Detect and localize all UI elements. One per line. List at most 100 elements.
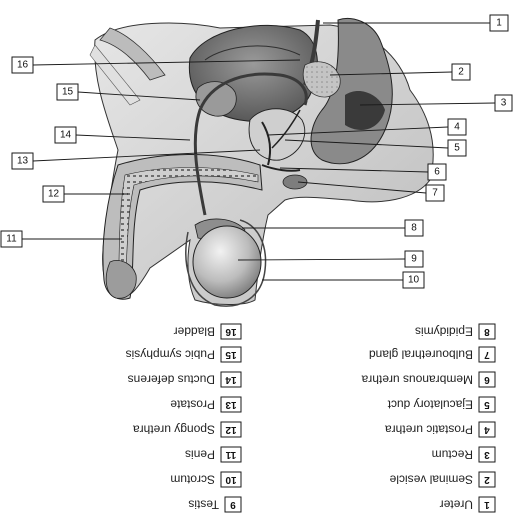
- legend-text-2: Seminal vesicle: [389, 473, 473, 487]
- leader-7: [297, 181, 427, 194]
- legend-num-13: 13: [225, 399, 237, 410]
- callout-5-num: 5: [454, 143, 460, 154]
- legend-item-8: 8 Epididymis: [415, 323, 496, 340]
- legend-text-8: Epididymis: [415, 325, 473, 339]
- leader-4: [267, 126, 449, 136]
- legend-item-1: 1 Ureter: [440, 496, 496, 513]
- abdominal-wall: [99, 27, 166, 81]
- callout-13-num: 13: [17, 156, 29, 167]
- callouts: 1 2 3 4 5 6 7 8: [0, 14, 513, 289]
- callout-15: 15: [56, 83, 79, 101]
- legend-text-4: Prostatic urethra: [385, 423, 473, 437]
- pubic-symphysis-shape: [195, 81, 237, 117]
- legend-num-12: 12: [225, 424, 237, 435]
- legend-text-3: Rectum: [432, 448, 473, 462]
- legend-num-14: 14: [225, 374, 237, 385]
- leader-3: [359, 102, 496, 106]
- callout-3: 3: [494, 94, 513, 112]
- legend-text-10: Scrotum: [170, 473, 215, 487]
- callout-16-num: 16: [17, 60, 29, 71]
- legend-text-7: Bulbourethral gland: [369, 348, 473, 362]
- callout-6-num: 6: [434, 167, 440, 178]
- legend-num-2: 2: [484, 474, 490, 485]
- callout-13: 13: [11, 152, 34, 170]
- scrotum-shape: [185, 219, 267, 307]
- legend-item-4: 4 Prostatic urethra: [385, 421, 496, 438]
- bulbourethral-gland-shape: [282, 174, 308, 190]
- prostatic-urethra-shape: [261, 121, 271, 166]
- legend-num-5: 5: [484, 399, 490, 410]
- sacral-ligament: [89, 44, 141, 106]
- callout-4-num: 4: [454, 122, 460, 133]
- callout-1: 1: [489, 14, 509, 32]
- bladder-wall-detail: [204, 45, 301, 61]
- legend-text-11: Penis: [185, 448, 215, 462]
- callout-1-num: 1: [496, 18, 502, 29]
- leader-16: [32, 59, 301, 66]
- leader-15: [77, 91, 201, 101]
- legend-num-16: 16: [225, 326, 237, 337]
- callout-14-num: 14: [60, 130, 72, 141]
- legend-num-15: 15: [225, 349, 237, 360]
- glans-shape: [105, 260, 137, 299]
- legend-num-7: 7: [484, 349, 490, 360]
- callout-14: 14: [54, 126, 77, 144]
- legend-num-4: 4: [484, 424, 490, 435]
- leader-9: [237, 258, 406, 261]
- callout-7: 7: [425, 184, 445, 202]
- legend-item-16: 16 Bladder: [174, 323, 242, 340]
- callout-10-num: 10: [408, 275, 420, 286]
- leader-13: [32, 149, 261, 162]
- legend-num-9: 9: [230, 499, 236, 510]
- callout-16: 16: [11, 56, 34, 74]
- callout-6: 6: [427, 163, 447, 181]
- legend-item-13: 13 Prostate: [170, 396, 242, 413]
- callout-5: 5: [447, 139, 467, 157]
- legend-text-6: Membranous urethra: [361, 373, 473, 387]
- callout-7-num: 7: [432, 188, 438, 199]
- callout-12-num: 12: [48, 189, 60, 200]
- membranous-urethra-shape: [261, 164, 301, 172]
- legend-num-6: 6: [484, 374, 490, 385]
- ejaculatory-duct-shape: [271, 109, 301, 149]
- ductus-deferens-shape: [193, 72, 308, 216]
- legend-num-11: 11: [225, 449, 236, 460]
- callout-2: 2: [451, 63, 471, 81]
- legend-item-10: 10 Scrotum: [170, 471, 242, 488]
- legend-text-14: Ductus deferens: [128, 373, 215, 387]
- testis-shape: [192, 225, 262, 299]
- legend: 1 Ureter 2 Seminal vesicle 3 Rectum 4 Pr…: [126, 323, 496, 513]
- legend-num-3: 3: [484, 449, 490, 460]
- legend-item-15: 15 Pubic symphysis: [126, 346, 242, 363]
- rectum-lumen: [345, 90, 385, 130]
- leader-5: [284, 139, 449, 149]
- legend-text-12: Spongy urethra: [133, 423, 215, 437]
- illustration: [89, 17, 434, 307]
- legend-text-15: Pubic symphysis: [126, 348, 215, 362]
- legend-item-2: 2 Seminal vesicle: [389, 471, 496, 488]
- callout-8-num: 8: [411, 223, 417, 234]
- legend-item-9: 9 Testis: [188, 496, 242, 513]
- callout-9-num: 9: [411, 254, 417, 265]
- leader-lines: [22, 22, 496, 281]
- legend-item-11: 11 Penis: [185, 446, 242, 463]
- callout-2-num: 2: [458, 67, 464, 78]
- seminal-vesicle-shape: [302, 61, 341, 98]
- leader-2: [329, 71, 453, 76]
- legend-item-7: 7 Bulbourethral gland: [369, 346, 496, 363]
- callout-12: 12: [42, 185, 65, 203]
- legend-text-13: Prostate: [170, 398, 215, 412]
- callout-11: 11: [0, 230, 23, 248]
- callout-4: 4: [447, 118, 467, 136]
- legend-item-6: 6 Membranous urethra: [361, 371, 496, 388]
- legend-num-8: 8: [484, 326, 490, 337]
- legend-text-5: Ejaculatory duct: [387, 398, 473, 412]
- leader-6: [279, 167, 429, 173]
- callout-11-num: 11: [6, 234, 17, 245]
- callout-8: 8: [404, 219, 424, 237]
- legend-item-14: 14 Ductus deferens: [128, 371, 242, 388]
- leader-14: [75, 134, 191, 141]
- legend-text-1: Ureter: [440, 498, 473, 512]
- legend-item-5: 5 Ejaculatory duct: [387, 396, 496, 413]
